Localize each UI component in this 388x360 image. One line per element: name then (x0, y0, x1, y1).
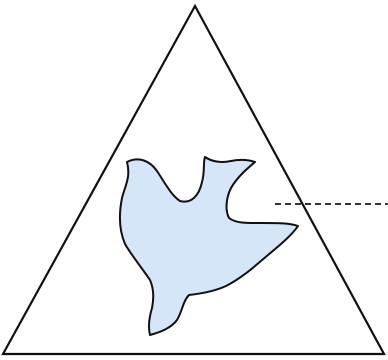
triangle-outline (3, 6, 384, 354)
